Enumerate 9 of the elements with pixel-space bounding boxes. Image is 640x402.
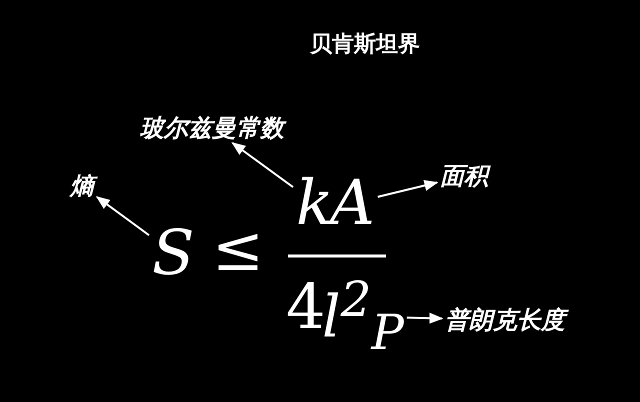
formula-digit: 4 xyxy=(286,276,326,338)
less-equal-sign: ≤ xyxy=(212,218,264,280)
title: 贝肯斯坦界 xyxy=(310,34,420,56)
arrow xyxy=(406,312,444,324)
arrow xyxy=(231,142,294,188)
arrow xyxy=(96,196,150,236)
arrow xyxy=(378,180,438,198)
formula-symbol: S xyxy=(152,222,194,284)
term-label: 玻尔兹曼常数 xyxy=(140,116,284,140)
